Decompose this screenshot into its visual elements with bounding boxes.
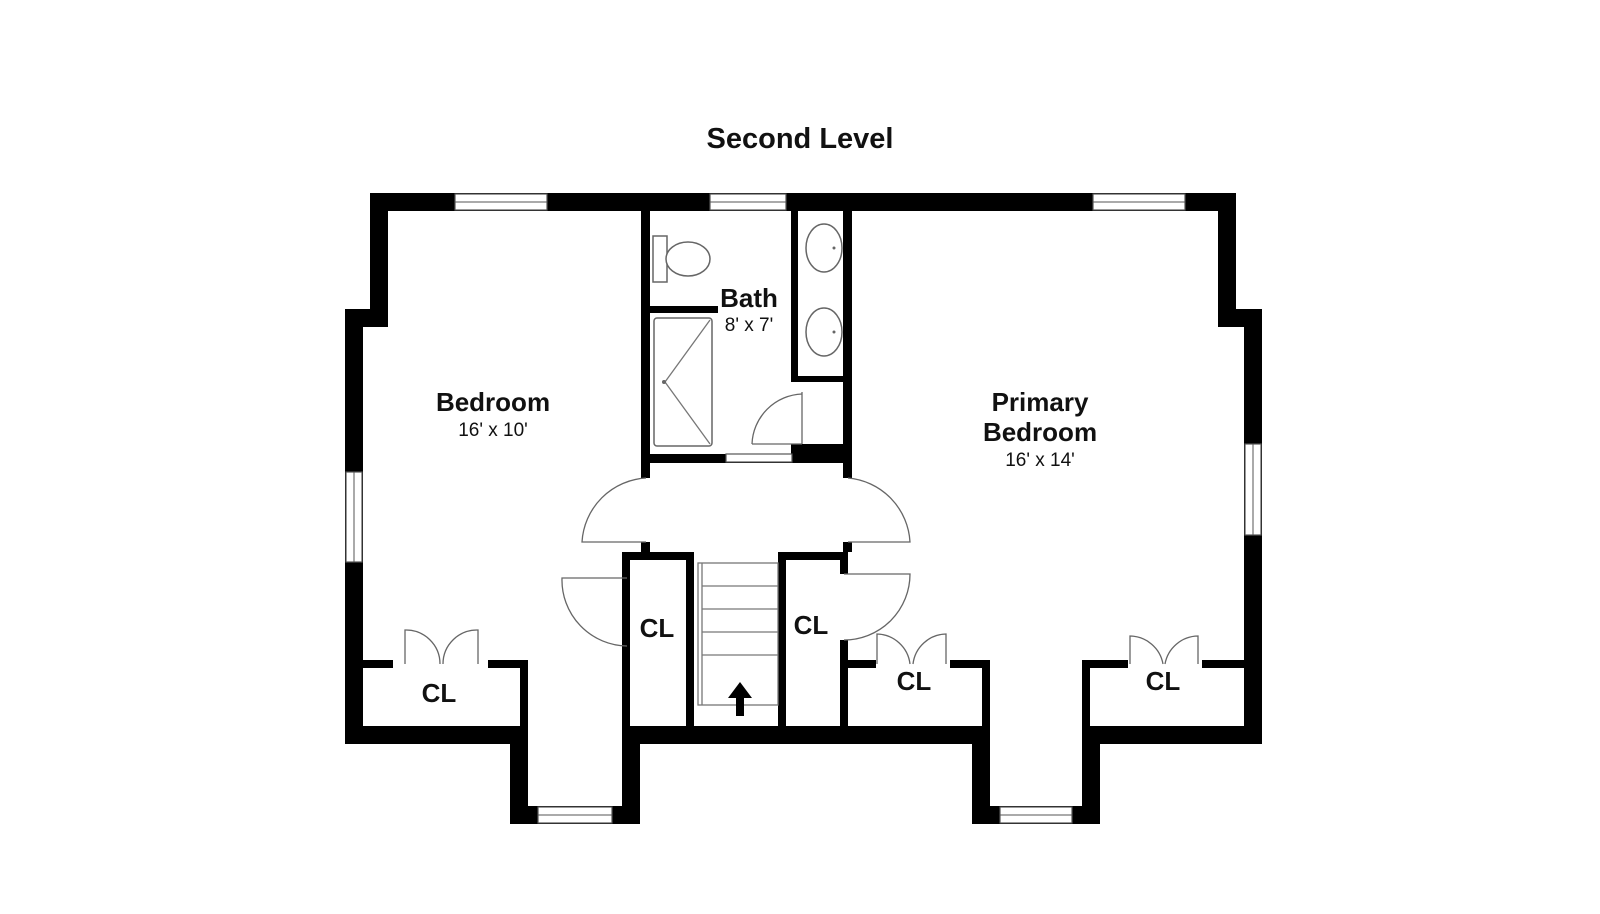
window-left: [345, 471, 363, 563]
window-right: [1244, 443, 1262, 536]
bedroom-closet-doors-icon: [404, 629, 479, 665]
bedroom-dims: 16' x 10': [458, 420, 528, 441]
primary-door-icon: [843, 463, 911, 552]
bedroom-door-icon: [581, 463, 650, 552]
primary-bedroom-name-line2: Bedroom: [983, 417, 1097, 447]
window-bottom-right: [999, 806, 1073, 824]
primary-closet2-doors-icon: [1129, 635, 1199, 665]
primary-bedroom-name-line1: Primary: [992, 387, 1089, 417]
toilet-icon: [652, 235, 711, 283]
window-bottom-left: [537, 806, 613, 824]
window-top-primary: [1092, 193, 1186, 211]
sink-icon-upper: [805, 223, 843, 273]
window-top-bath: [709, 193, 787, 211]
primary-closet1-doors-icon: [876, 633, 947, 665]
interior-walls: [363, 211, 1246, 730]
bath-name: Bath: [720, 283, 778, 313]
bath-threshold: [725, 453, 793, 463]
closet-label-hall-left: CL: [640, 613, 675, 643]
floor-title: Second Level: [707, 123, 894, 155]
stairs-icon: [697, 562, 779, 706]
bath-door-icon: [751, 392, 803, 445]
hall-closet-left-door-icon: [561, 577, 628, 647]
bath-dims: 8' x 7': [725, 315, 773, 336]
windows: [345, 193, 1262, 824]
sink-icon-lower: [805, 307, 843, 357]
exterior-walls: [345, 193, 1262, 824]
shower-icon: [653, 317, 713, 447]
up-arrow-icon: [728, 682, 752, 716]
closet-label-bedroom: CL: [422, 678, 457, 708]
window-top-bedroom: [454, 193, 548, 211]
bedroom-name: Bedroom: [436, 387, 550, 417]
primary-bedroom-dims: 16' x 14': [1005, 450, 1075, 471]
hall-closet-right-door-icon: [843, 573, 911, 641]
closet-label-primary-1: CL: [897, 666, 932, 696]
closet-label-primary-2: CL: [1146, 666, 1181, 696]
closet-label-hall-right: CL: [794, 610, 829, 640]
